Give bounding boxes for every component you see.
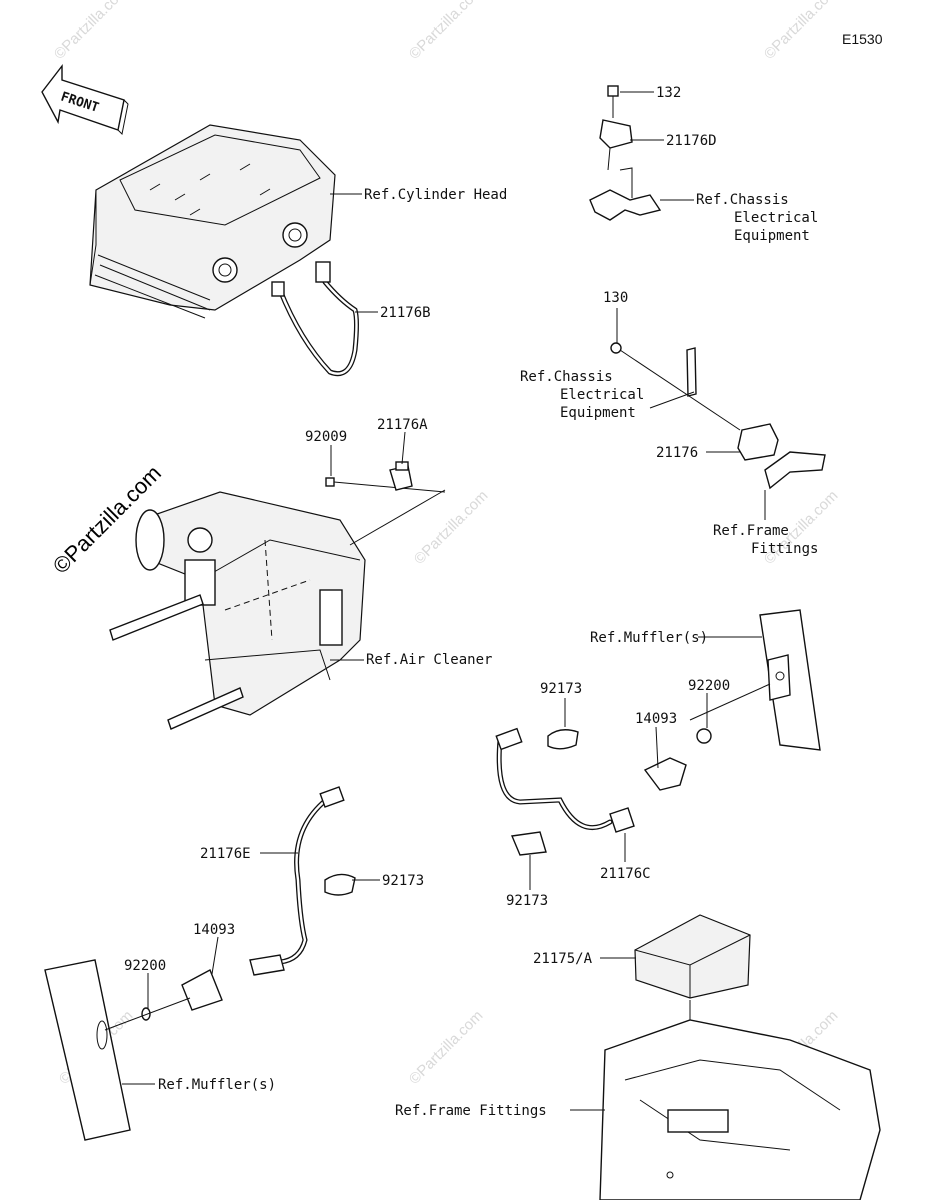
label-ref-mufflers-1: Ref.Muffler(s): [590, 630, 708, 646]
muffler-left: [44, 959, 191, 1141]
label-ref-chassis-2-line1: Ref.Chassis: [520, 369, 613, 385]
sensor-21176-assembly: [610, 342, 826, 490]
label-92009: 92009: [305, 429, 347, 445]
label-ref-cylinder-head: Ref.Cylinder Head: [364, 187, 507, 203]
label-21176B: 21176B: [380, 305, 431, 321]
front-arrow-icon: FRONT: [41, 63, 129, 136]
label-14093-a: 14093: [635, 711, 677, 727]
label-92173-b: 92173: [506, 893, 548, 909]
watermark: ©Partzilla.com: [406, 1007, 487, 1088]
sensor-21176D-assembly: [589, 85, 662, 221]
label-ref-chassis-1-line3: Equipment: [734, 228, 810, 244]
sensor-21176B: [271, 261, 359, 377]
label-14093-b: 14093: [193, 922, 235, 938]
label-ref-frame-fittings-1-line2: Fittings: [751, 541, 818, 557]
frame-fittings: [599, 1019, 881, 1200]
labels: 132 21176D Ref.Chassis Electrical Equipm…: [124, 85, 818, 1119]
label-ref-frame-fittings-2: Ref.Frame Fittings: [395, 1103, 547, 1119]
diagram-code: E1530: [842, 31, 883, 47]
label-21176C: 21176C: [600, 866, 651, 882]
label-ref-chassis-2-line3: Equipment: [560, 405, 636, 421]
sensor-21176A-assembly: [325, 461, 446, 493]
watermark: ©Partzilla.com: [51, 0, 132, 63]
label-92173-c: 92173: [382, 873, 424, 889]
label-21176A: 21176A: [377, 417, 428, 433]
sensor-21176C: [495, 727, 712, 856]
label-21176: 21176: [656, 445, 698, 461]
label-92200-b: 92200: [124, 958, 166, 974]
sensor-21176E: [141, 786, 356, 1021]
watermark: ©Partzilla.com: [761, 0, 842, 63]
label-132: 132: [656, 85, 681, 101]
label-21175A: 21175/A: [533, 951, 593, 967]
watermark: ©Partzilla.com: [406, 0, 487, 63]
muffler-right: [689, 609, 821, 751]
watermark: ©Partzilla.com: [411, 487, 492, 568]
label-ref-mufflers-2: Ref.Muffler(s): [158, 1077, 276, 1093]
label-ref-frame-fittings-1-line1: Ref.Frame: [713, 523, 789, 539]
label-21176D: 21176D: [666, 133, 717, 149]
label-ref-chassis-1-line2: Electrical: [734, 210, 818, 226]
label-ref-chassis-1-line1: Ref.Chassis: [696, 192, 789, 208]
label-ref-chassis-2-line2: Electrical: [560, 387, 644, 403]
leader-lines: [122, 91, 766, 1111]
cylinder-head: [89, 124, 336, 319]
label-ref-air-cleaner: Ref.Air Cleaner: [366, 652, 492, 668]
label-92200-a: 92200: [688, 678, 730, 694]
label-130: 130: [603, 290, 628, 306]
label-92173-a: 92173: [540, 681, 582, 697]
air-cleaner: [109, 489, 446, 730]
label-21176E: 21176E: [200, 846, 251, 862]
